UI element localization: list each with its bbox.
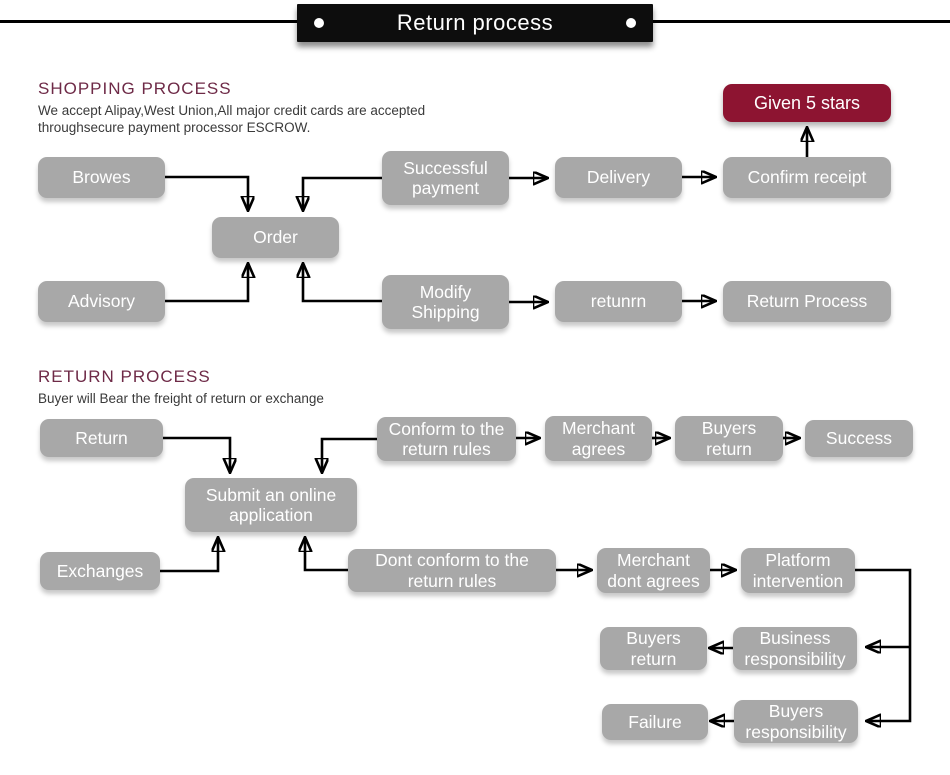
flow-edge-successful-payment-to-order xyxy=(303,176,382,209)
shopping-description-line-2: throughsecure payment processor ESCROW. xyxy=(38,120,311,135)
flow-node-given-5-stars: Given 5 stars xyxy=(723,84,891,122)
flow-node-browes: Browes xyxy=(38,157,165,198)
return-process-heading: RETURN PROCESS xyxy=(38,367,211,386)
flow-edge-dont-conform-rules-to-submit-application xyxy=(305,539,348,572)
flow-node-buyers-responsibility: Buyers responsibility xyxy=(734,700,858,743)
flow-node-retunrn: retunrn xyxy=(555,281,682,322)
flow-edge-conform-rules-to-submit-application xyxy=(322,437,377,471)
flow-node-confirm-receipt: Confirm receipt xyxy=(723,157,891,198)
flow-edge-modify-shipping-to-order xyxy=(303,265,382,303)
flow-node-merchant-dont-agrees: Merchant dont agrees xyxy=(597,548,710,593)
return-process-description: Buyer will Bear the freight of return or… xyxy=(38,391,324,406)
flow-node-exchanges: Exchanges xyxy=(40,552,160,590)
flow-node-return: Return xyxy=(40,419,163,457)
flow-node-platform-intervention: Platform intervention xyxy=(741,548,855,593)
shopping-process-description: We accept Alipay,West Union,All major cr… xyxy=(38,102,425,136)
flow-node-business-responsibility: Business responsibility xyxy=(733,627,857,670)
page-title: Return process xyxy=(396,10,554,35)
flow-node-conform-rules: Conform to the return rules xyxy=(377,417,516,461)
flow-node-success: Success xyxy=(805,420,913,457)
shopping-process-heading: SHOPPING PROCESS xyxy=(38,79,232,98)
banner-dot-left-icon xyxy=(314,18,324,28)
flow-node-merchant-agrees: Merchant agrees xyxy=(545,416,652,461)
flow-node-return-process: Return Process xyxy=(723,281,891,322)
flow-edge-platform-intervention-to-buyers-responsibility xyxy=(855,568,912,721)
flow-edge-advisory-to-order xyxy=(165,265,248,303)
flow-node-buyers-return-1: Buyers return xyxy=(675,416,783,461)
shopping-description-line-1: We accept Alipay,West Union,All major cr… xyxy=(38,103,426,118)
flow-node-submit-application: Submit an online application xyxy=(185,478,357,532)
flow-node-dont-conform-rules: Dont conform to the return rules xyxy=(348,549,556,592)
flow-node-advisory: Advisory xyxy=(38,281,165,322)
banner-rule-right xyxy=(652,20,950,23)
title-banner: Return process xyxy=(297,4,653,42)
flow-edge-exchanges-to-submit-application xyxy=(160,539,218,573)
flow-node-failure: Failure xyxy=(602,704,708,740)
flow-node-buyers-return-2: Buyers return xyxy=(600,627,707,670)
flow-node-delivery: Delivery xyxy=(555,157,682,198)
flow-edge-return-to-submit-application xyxy=(163,436,230,471)
banner-rule-left xyxy=(0,20,300,23)
flow-node-successful-payment: Successful payment xyxy=(382,151,509,205)
banner-dot-right-icon xyxy=(626,18,636,28)
flow-node-order: Order xyxy=(212,217,339,258)
flow-node-modify-shipping: Modify Shipping xyxy=(382,275,509,329)
flow-edge-browes-to-order xyxy=(165,175,248,209)
